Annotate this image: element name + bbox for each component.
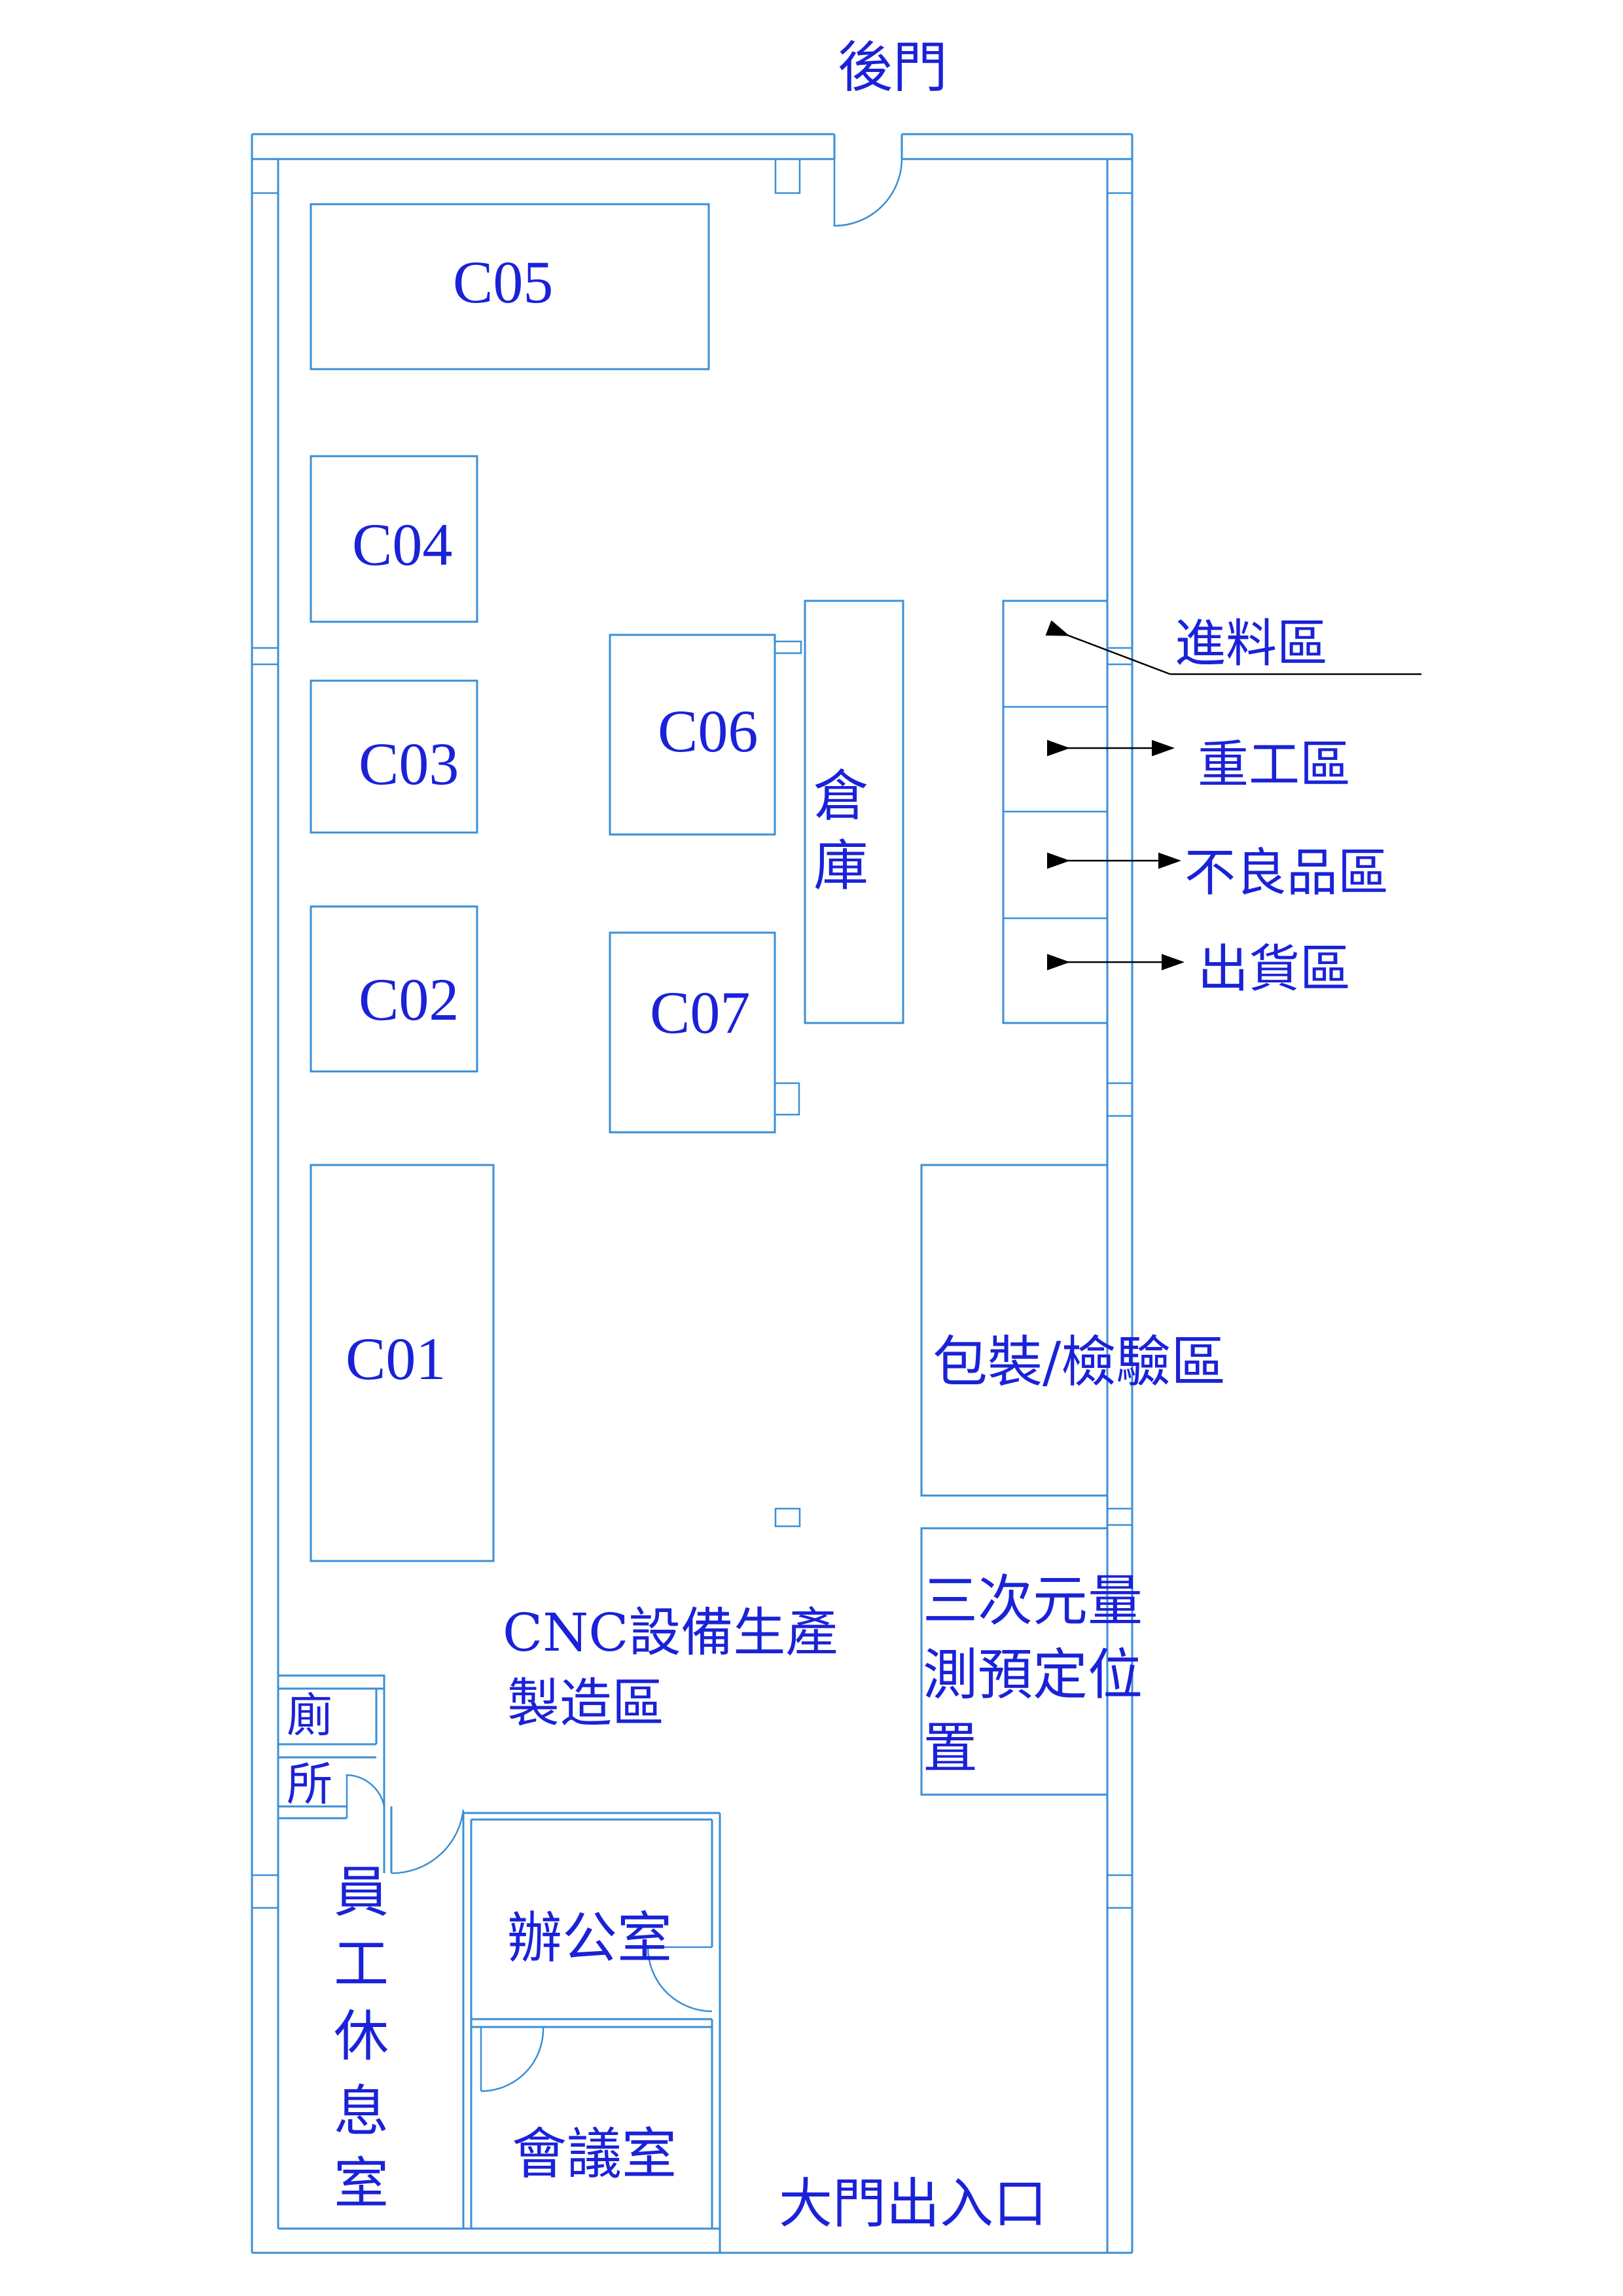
machine-c04: C04 (310, 455, 478, 623)
meeting-room-label: 會議室 (512, 2122, 677, 2186)
main-entrance-label: 大門出入口 (779, 2173, 1047, 2235)
warehouse: 倉 庫 (804, 600, 904, 1024)
defect-area-label: 不良品區 (1185, 844, 1389, 903)
cnc-zone-label-line2: 製造區 (507, 1673, 664, 1734)
packing-inspection-area: 包裝/檢驗區 (920, 1164, 1226, 1497)
warehouse-label-1: 倉 (813, 764, 868, 828)
machine-c02: C02 (310, 905, 478, 1073)
machine-c05-label: C05 (453, 249, 553, 315)
machine-c05: C05 (310, 203, 710, 370)
machine-c03: C03 (310, 679, 478, 834)
machine-c06: C06 (609, 634, 802, 836)
toilet-label-1: 廁 (287, 1689, 332, 1742)
cmm-area: 三次元量 測預定位 置 (920, 1527, 1143, 1796)
machine-c04-label: C04 (352, 511, 452, 578)
cmm-label-line1: 三次元量 (923, 1569, 1143, 1633)
warehouse-label-2: 庫 (813, 834, 868, 898)
lounge-label-2: 工 (334, 1932, 389, 1996)
back-door-label: 後門 (838, 35, 948, 99)
cnc-zone-label-line1: CNC設備生產 (503, 1602, 838, 1663)
staff-lounge: 員 工 休 息 室 (334, 1806, 473, 2229)
cmm-label-line2: 測預定位 (923, 1643, 1143, 1707)
office-label: 辦公室 (507, 1906, 672, 1970)
lounge-label-5: 室 (334, 2151, 389, 2215)
machine-c06-label: C06 (658, 698, 758, 764)
incoming-area-label: 進料區 (1175, 615, 1328, 673)
rework-area-label: 重工區 (1198, 736, 1351, 795)
lounge-label-3: 休 (334, 2004, 389, 2068)
machine-c01-label: C01 (346, 1325, 446, 1392)
right-storage-racks (1002, 600, 1109, 1024)
shipping-area-label: 出貨區 (1198, 940, 1351, 999)
area-pointers (1045, 620, 1421, 971)
back-door-swing (833, 158, 903, 227)
machine-c07: C07 (609, 931, 800, 1134)
office-block: 辦公室 會議室 (463, 1812, 721, 2229)
outer-walls (251, 133, 1133, 2254)
lounge-label-4: 息 (334, 2079, 389, 2144)
machine-c02-label: C02 (359, 966, 459, 1033)
machine-c01: C01 (310, 1164, 495, 1562)
machine-c03-label: C03 (359, 730, 459, 797)
cmm-label-line3: 置 (923, 1716, 978, 1780)
machine-c07-label: C07 (650, 979, 750, 1046)
lounge-label-1: 員 (334, 1860, 389, 1924)
toilet: 廁 所 (277, 1674, 385, 1820)
packing-inspection-label: 包裝/檢驗區 (933, 1330, 1226, 1394)
toilet-label-2: 所 (287, 1757, 332, 1811)
